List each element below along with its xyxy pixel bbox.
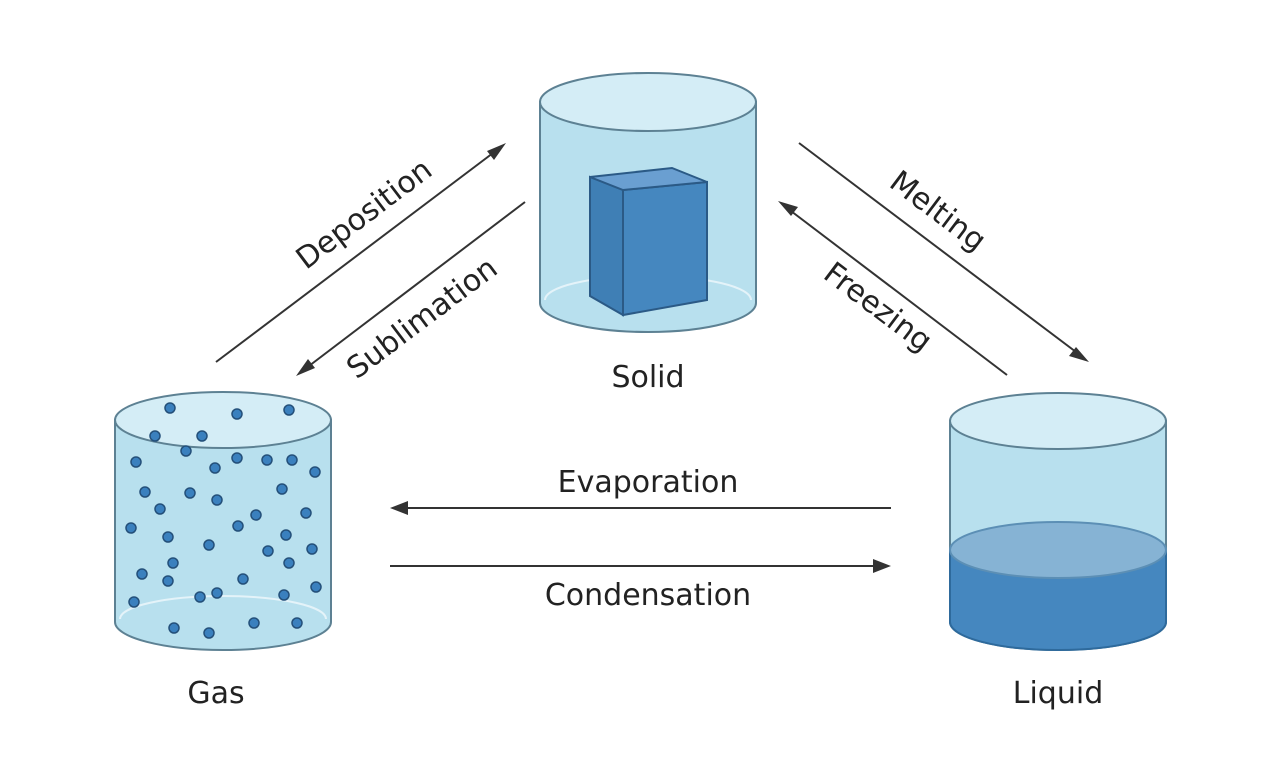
gas-particle bbox=[231, 408, 243, 420]
melting-arrow bbox=[798, 142, 1089, 362]
gas-particle bbox=[211, 494, 223, 506]
gas-particle bbox=[180, 445, 192, 457]
solid-container bbox=[539, 72, 757, 333]
solid-container-top bbox=[539, 72, 757, 132]
gas-particle bbox=[136, 568, 148, 580]
liquid-container bbox=[949, 392, 1167, 651]
sublimation-arrow bbox=[296, 201, 526, 376]
liquid-label: Liquid bbox=[1013, 676, 1103, 711]
condensation-label: Condensation bbox=[545, 578, 751, 613]
gas-particle bbox=[196, 430, 208, 442]
gas-particle bbox=[262, 545, 274, 557]
gas-container-body bbox=[114, 419, 332, 651]
liquid-container-top bbox=[949, 392, 1167, 450]
gas-particle bbox=[278, 589, 290, 601]
solid-label: Solid bbox=[611, 360, 684, 395]
gas-particle bbox=[291, 617, 303, 629]
sublimation-label: Sublimation bbox=[340, 251, 504, 387]
gas-particle bbox=[154, 503, 166, 515]
deposition-arrow bbox=[215, 143, 506, 363]
gas-particle bbox=[250, 509, 262, 521]
gas-particle bbox=[283, 557, 295, 569]
gas-particle bbox=[309, 466, 321, 478]
gas-particles bbox=[125, 402, 322, 639]
gas-particle bbox=[283, 404, 295, 416]
gas-container-floor bbox=[119, 595, 327, 620]
gas-particle bbox=[130, 456, 142, 468]
condensation-arrow bbox=[390, 559, 891, 573]
gas-particle bbox=[167, 557, 179, 569]
gas-particle bbox=[261, 454, 273, 466]
melting-label: Melting bbox=[883, 164, 993, 259]
freezing-arrow bbox=[778, 201, 1008, 376]
solid-block bbox=[589, 166, 708, 317]
gas-particle bbox=[125, 522, 137, 534]
deposition-label: Deposition bbox=[290, 152, 439, 276]
gas-particle bbox=[162, 531, 174, 543]
gas-particle bbox=[149, 430, 161, 442]
freezing-label: Freezing bbox=[817, 256, 939, 360]
gas-particle bbox=[203, 539, 215, 551]
gas-label: Gas bbox=[187, 676, 244, 711]
gas-particle bbox=[209, 462, 221, 474]
gas-particle bbox=[164, 402, 176, 414]
gas-particle bbox=[203, 627, 215, 639]
gas-particle bbox=[276, 483, 288, 495]
gas-particle bbox=[306, 543, 318, 555]
liquid-surface bbox=[949, 521, 1167, 579]
gas-container-top bbox=[114, 391, 332, 449]
gas-particle bbox=[231, 452, 243, 464]
gas-particle bbox=[280, 529, 292, 541]
gas-particle bbox=[139, 486, 151, 498]
gas-particle bbox=[248, 617, 260, 629]
evaporation-arrow bbox=[390, 501, 891, 515]
gas-particle bbox=[211, 587, 223, 599]
gas-particle bbox=[300, 507, 312, 519]
gas-particle bbox=[168, 622, 180, 634]
gas-particle bbox=[162, 575, 174, 587]
gas-container bbox=[114, 391, 332, 651]
gas-particle bbox=[184, 487, 196, 499]
gas-particle bbox=[194, 591, 206, 603]
gas-particle bbox=[232, 520, 244, 532]
gas-particle bbox=[128, 596, 140, 608]
gas-particle bbox=[237, 573, 249, 585]
evaporation-label: Evaporation bbox=[558, 465, 739, 500]
gas-particle bbox=[286, 454, 298, 466]
gas-particle bbox=[310, 581, 322, 593]
